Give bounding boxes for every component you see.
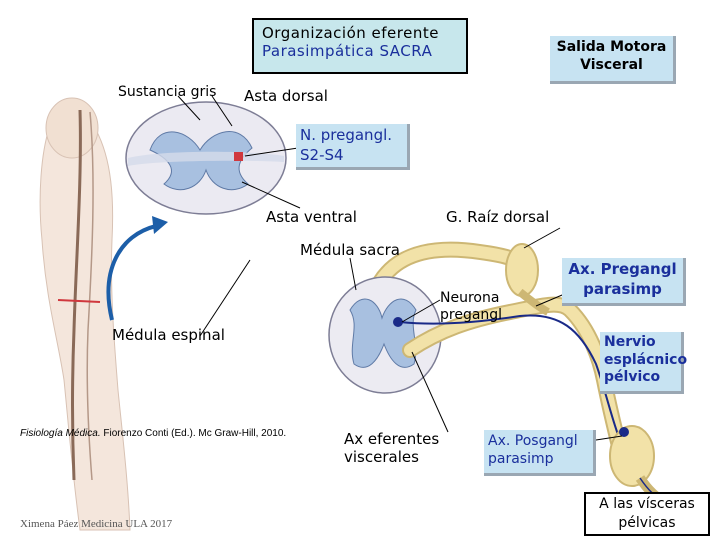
leader-g-raiz <box>523 227 561 249</box>
label-sustancia-gris: Sustancia gris <box>118 84 217 100</box>
nervio-box: Nervio esplácnico pélvico <box>600 332 688 394</box>
sacral-level-marker <box>57 299 101 303</box>
n-pregangl-box: N. pregangl. S2-S4 <box>296 124 410 170</box>
ax-pregangl-line-1: Ax. Pregangl <box>568 260 677 278</box>
label-neurona: Neurona pregangl <box>440 290 502 324</box>
salida-line-1: Salida Motora <box>556 39 667 55</box>
dorsal-root-nerve-fill <box>374 243 530 288</box>
label-medula-espinal: Médula espinal <box>112 326 225 344</box>
neurona-line-2: pregangl <box>440 306 503 323</box>
ax-eferentes-line-1: Ax eferentes <box>344 430 440 448</box>
zoom-arrow <box>106 224 157 321</box>
leader-sustancia-gris <box>177 95 201 121</box>
leader-medula-sacra <box>349 257 357 291</box>
postganglionic-neuron <box>619 427 629 437</box>
nervio-line-1: Nervio <box>604 334 656 350</box>
root-junction <box>517 288 550 316</box>
leader-n-pregangl <box>244 147 299 157</box>
label-ax-eferentes: Ax eferentes viscerales <box>344 430 439 466</box>
neurona-line-1: Neurona <box>440 290 500 306</box>
nervio-line-2: esplácnico <box>604 351 688 368</box>
dorsal-root-pathway <box>372 241 539 297</box>
commissure-band <box>128 151 284 166</box>
nervio-line-3: pélvico <box>604 369 661 385</box>
leader-asta-ventral <box>241 181 301 209</box>
human-body-figure <box>39 97 131 531</box>
leader-ax-posgangl <box>595 435 623 441</box>
ax-pregangl-box: Ax. Pregangl parasimp <box>562 258 686 306</box>
leader-neurona <box>401 299 441 323</box>
preganglionic-axon <box>399 314 621 441</box>
dorsal-root-ganglion <box>505 243 539 297</box>
salida-line-2: Visceral <box>580 56 643 73</box>
label-medula-sacra: Médula sacra <box>300 241 400 259</box>
label-asta-dorsal: Asta dorsal <box>244 87 328 105</box>
ventral-root-nerve-fill <box>404 298 626 456</box>
ax-pregangl-line-2: parasimp <box>583 279 662 298</box>
title-box: Organización eferente Parasimpática SACR… <box>252 18 468 74</box>
leader-asta-dorsal <box>211 95 233 127</box>
preganglionic-nucleus-marker <box>234 152 243 161</box>
label-asta-ventral: Asta ventral <box>266 208 357 226</box>
zoom-arrow-head <box>152 216 168 234</box>
sacral-spinal-cord-section <box>328 276 442 394</box>
visceras-line-2: pélvicas <box>618 514 676 531</box>
leader-ax-eferentes <box>411 351 449 433</box>
ax-posgangl-box: Ax. Posgangl parasimp <box>484 430 596 476</box>
salida-motora-box: Salida Motora Visceral <box>550 36 676 84</box>
n-pregangl-line-1: N. pregangl. <box>300 126 393 144</box>
title-line-1: Organización eferente <box>262 24 439 42</box>
citation-book: Fisiología Médica. <box>20 428 101 439</box>
spinal-cord-section-top <box>125 101 287 215</box>
leader-medula-espinal <box>199 259 251 337</box>
ax-posgangl-line-1: Ax. Posgangl <box>488 433 578 449</box>
body-silhouette <box>39 112 131 531</box>
preganglionic-neuron <box>393 317 403 327</box>
visceras-line-1: A las vísceras <box>599 496 695 512</box>
n-pregangl-line-2: S2-S4 <box>300 145 344 164</box>
parasympathetic-ganglion <box>609 425 655 487</box>
spinal-cord-line <box>71 109 82 481</box>
efferent-pathway <box>399 288 671 509</box>
visceras-box: A las vísceras pélvicas <box>584 492 710 536</box>
spine-outline <box>86 111 94 481</box>
ax-posgangl-line-2: parasimp <box>488 451 554 468</box>
sacral-gray-matter <box>349 298 417 368</box>
author-credit: Ximena Páez Medicina ULA 2017 <box>20 518 173 530</box>
title-line-2: Parasimpática SACRA <box>262 42 433 60</box>
citation-rest: Fiorenzo Conti (Ed.). Mc Graw-Hill, 2010… <box>100 428 287 439</box>
citation: Fisiología Médica. Fiorenzo Conti (Ed.).… <box>20 428 286 440</box>
head-silhouette <box>45 97 99 159</box>
ax-eferentes-line-2: viscerales <box>344 448 419 466</box>
label-g-raiz-dorsal: G. Raíz dorsal <box>446 208 550 226</box>
